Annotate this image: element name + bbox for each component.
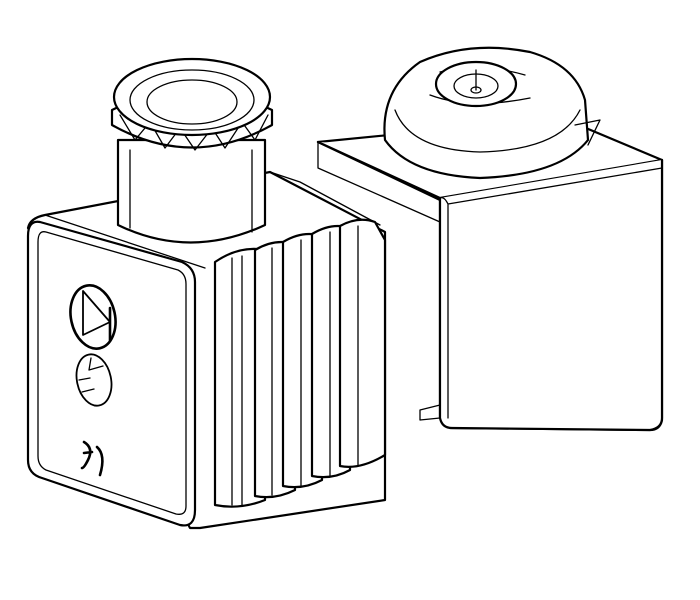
coil-cap [383, 46, 601, 180]
diode-symbol-icon [69, 284, 117, 350]
cable-gland [110, 57, 274, 244]
ground-symbol-icon [75, 353, 113, 407]
connector-housing [26, 170, 387, 530]
connector-ribs [213, 218, 387, 508]
ce-mark-icon [80, 440, 104, 477]
